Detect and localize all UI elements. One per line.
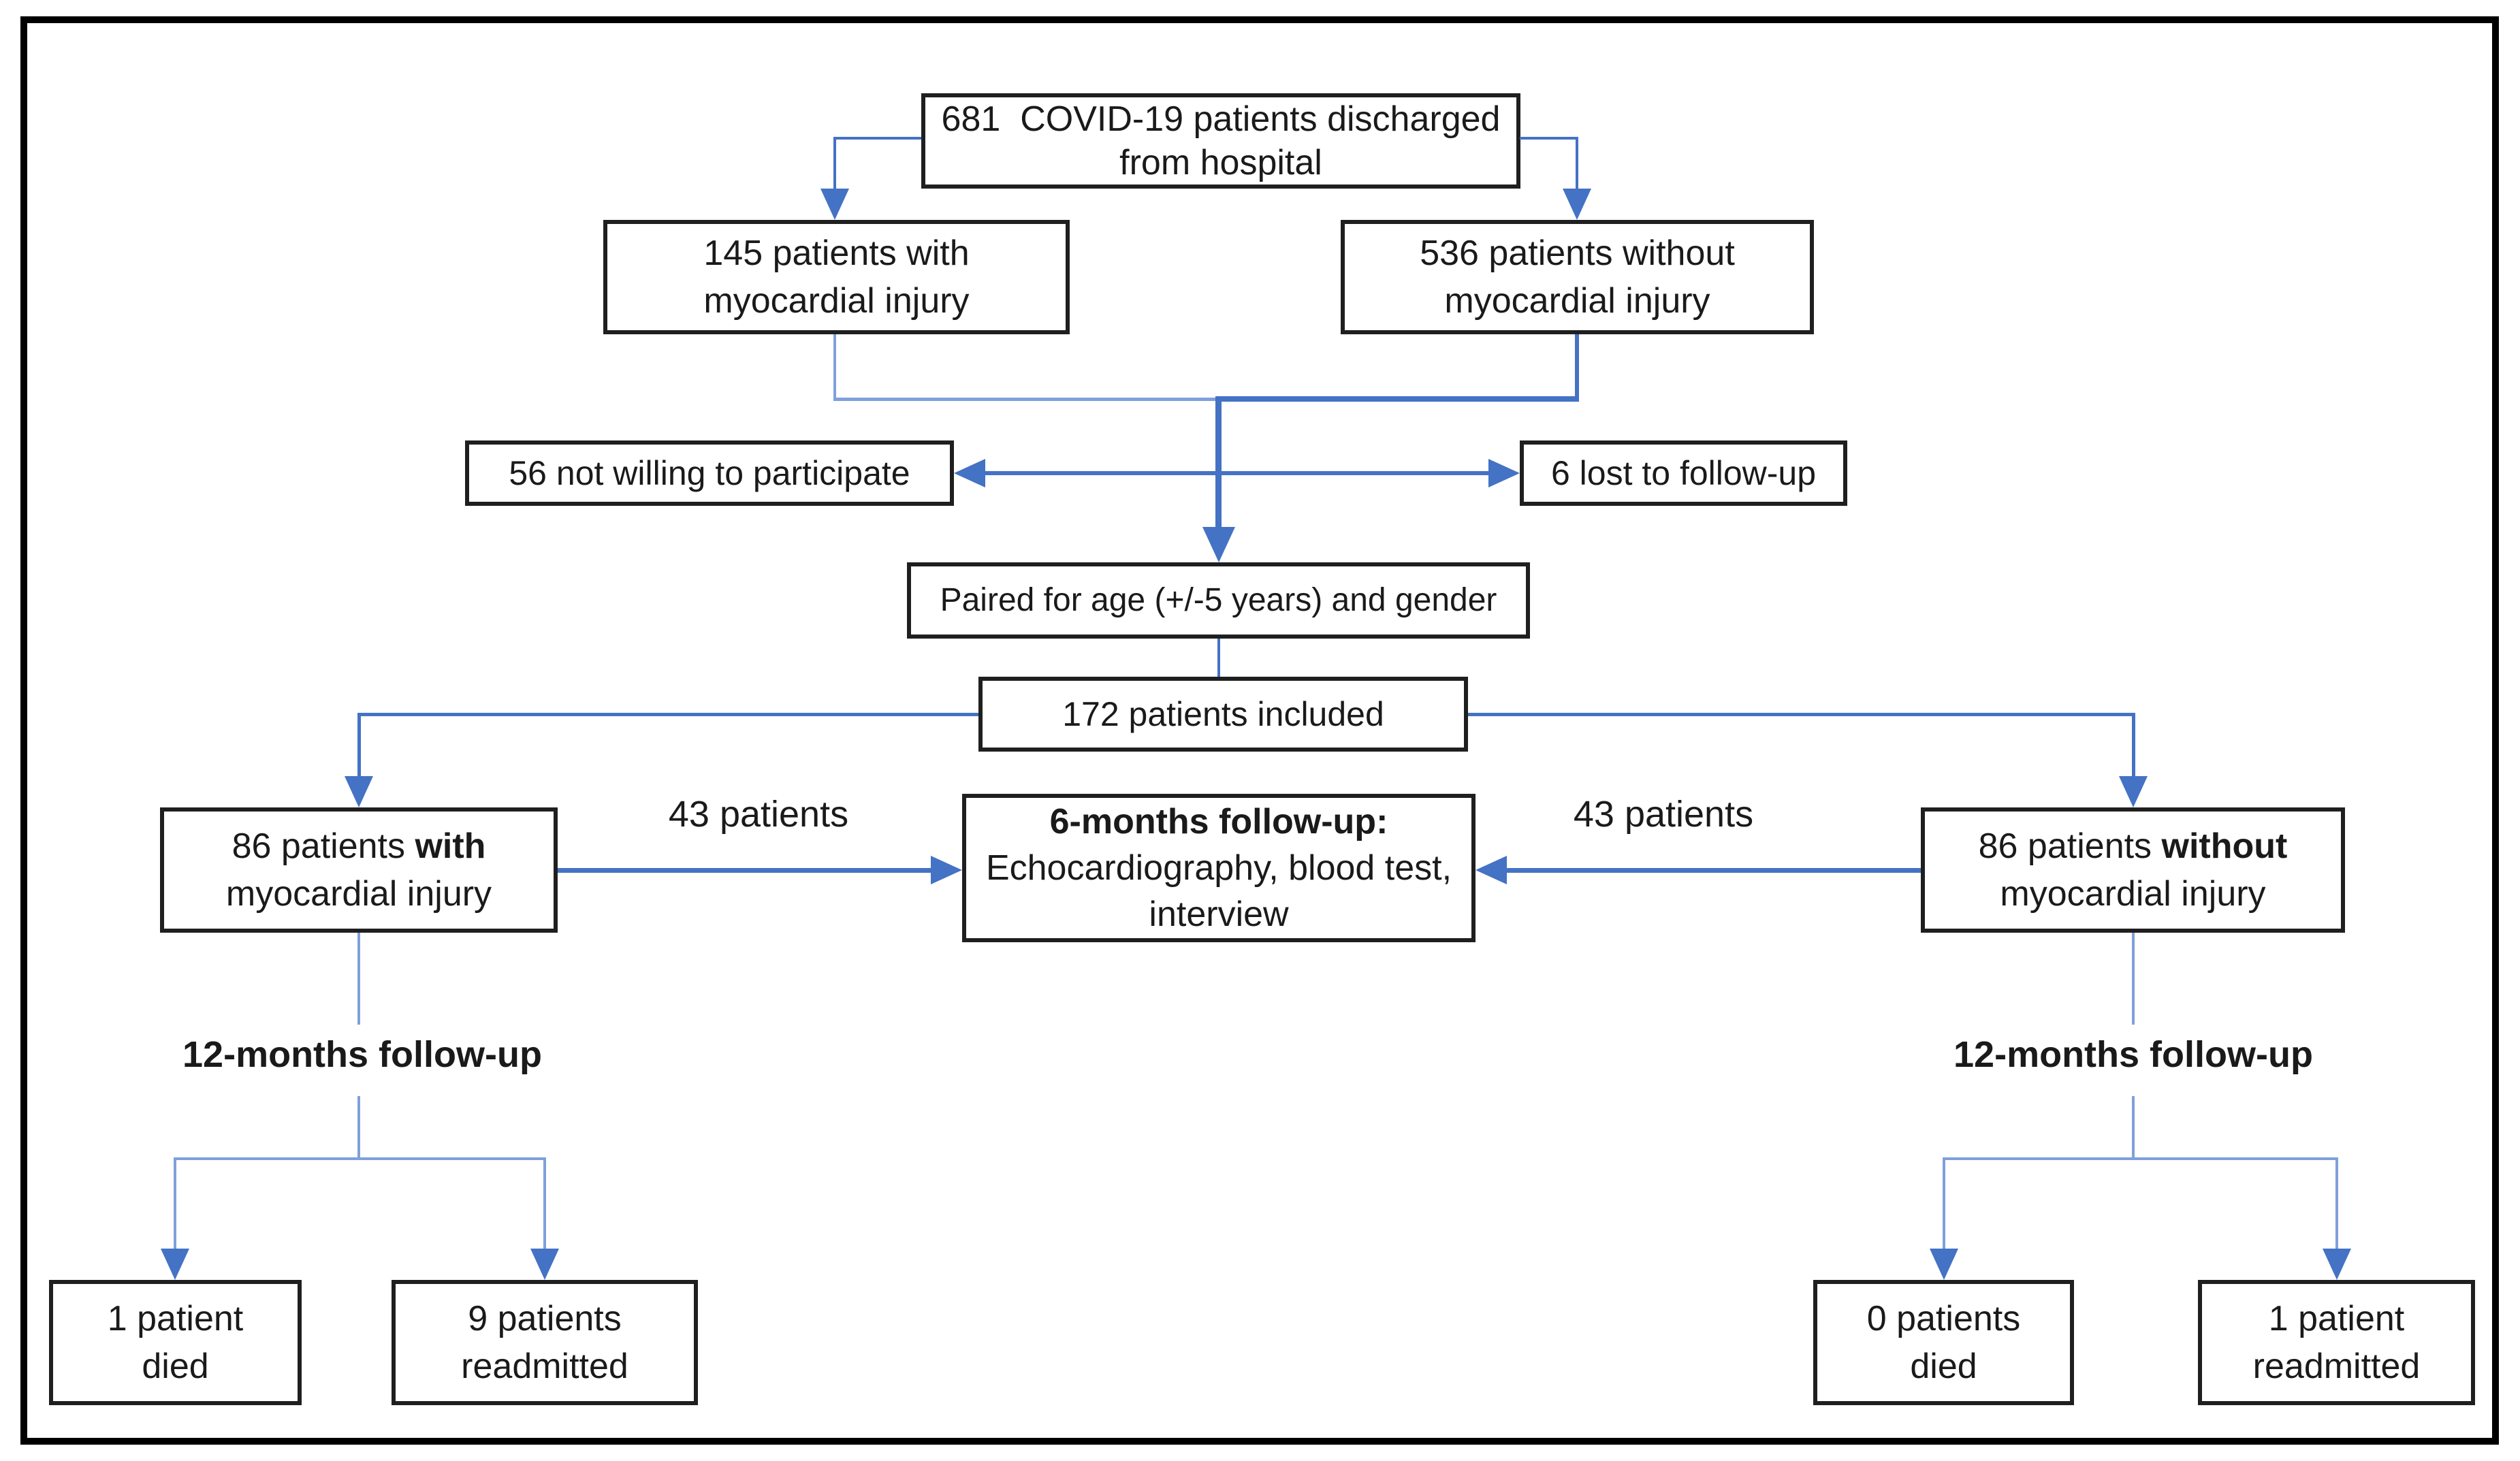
connector-line [835, 137, 921, 140]
arrow-down-icon [1563, 189, 1591, 220]
arrow-down-icon [161, 1249, 189, 1280]
connector-line [1507, 868, 1921, 873]
box-not-willing: 56 not willing to participate [465, 440, 954, 506]
box-without-injury-536-line2: myocardial injury [1444, 281, 1710, 321]
box-readmitted-right-line1: 1 patient [2268, 1299, 2405, 1338]
box-died-left-line2: died [142, 1347, 209, 1386]
box-paired: Paired for age (+/-5 years) and gender [907, 562, 1530, 639]
box-six-month-followup-line3: interview [1149, 895, 1289, 934]
box-without-injury-86-line1: 86 patients without [1979, 822, 2288, 870]
connector-line [543, 1157, 546, 1250]
connector-line [1217, 639, 1220, 677]
box-six-month-followup-line2: Echocardiography, blood test, [985, 848, 1452, 888]
box-died-left: 1 patient died [49, 1280, 302, 1405]
connector-line [357, 1096, 360, 1159]
box-without-injury-86-line2: myocardial injury [2000, 874, 2266, 914]
connector-line [2335, 1157, 2338, 1250]
connector-line [359, 713, 978, 716]
box-with-injury-145-line1: 145 patients with [703, 234, 970, 273]
connector-line [357, 713, 361, 777]
arrow-down-icon [345, 776, 373, 807]
box-without-injury-536-line1: 536 patients without [1420, 234, 1735, 273]
connector-line [833, 334, 836, 400]
box-readmitted-left-line2: readmitted [461, 1347, 628, 1386]
box-without-injury-86-prefix: 86 patients [1978, 826, 2162, 866]
box-readmitted-left-line1: 9 patients [468, 1299, 622, 1338]
arrow-right-icon [931, 856, 962, 884]
box-not-willing-line1: 56 not willing to participate [509, 454, 910, 492]
connector-line [1520, 137, 1577, 140]
arrow-down-icon [2323, 1249, 2351, 1280]
box-with-injury-86-prefix: 86 patients [232, 826, 415, 866]
box-included-line1: 172 patients included [1062, 695, 1384, 733]
box-with-injury-86: 86 patients with myocardial injury [160, 807, 558, 933]
arrow-right-icon [1488, 459, 1520, 487]
box-discharged-line2: from hospital [1119, 143, 1322, 182]
box-without-injury-86-bold: without [2161, 826, 2288, 866]
box-lost-followup-line1: 6 lost to follow-up [1550, 454, 1817, 492]
box-readmitted-right-line2: readmitted [2252, 1347, 2421, 1386]
box-died-right-line2: died [1910, 1347, 1977, 1386]
connector-line [833, 398, 1219, 401]
box-died-left-line1: 1 patient [107, 1299, 244, 1338]
box-discharged-line1: 681 COVID-19 patients discharged [941, 99, 1501, 139]
arrow-down-icon [820, 189, 849, 220]
box-readmitted-left: 9 patients readmitted [392, 1280, 698, 1405]
connector-line [1216, 396, 1579, 402]
box-included: 172 patients included [978, 677, 1468, 752]
box-with-injury-145-line2: myocardial injury [703, 281, 970, 321]
label-43-patients-right: 43 patients [1573, 794, 1754, 835]
connector-line [2132, 1096, 2135, 1159]
label-12-months-right: 12-months follow-up [1953, 1034, 2313, 1075]
arrow-left-icon [954, 459, 985, 487]
box-with-injury-86-line1: 86 patients with [232, 822, 486, 870]
box-six-month-followup: 6-months follow-up: Echocardiography, bl… [962, 794, 1476, 942]
box-with-injury-86-line2: myocardial injury [225, 874, 492, 914]
connector-line [2132, 933, 2135, 1025]
connector-line [984, 471, 1490, 475]
arrow-down-icon [1930, 1249, 1958, 1280]
label-12-months-left: 12-months follow-up [182, 1034, 542, 1075]
box-died-right-line1: 0 patients [1866, 1299, 2021, 1338]
arrow-left-icon [1476, 856, 1507, 884]
box-six-month-followup-title: 6-months follow-up: [1049, 802, 1388, 841]
box-without-injury-86: 86 patients without myocardial injury [1921, 807, 2345, 933]
box-discharged: 681 COVID-19 patients discharged from ho… [921, 93, 1520, 189]
connector-line [558, 868, 932, 873]
arrow-down-icon [1202, 527, 1235, 562]
arrow-down-icon [530, 1249, 559, 1280]
connector-line [1943, 1157, 2338, 1160]
box-without-injury-536: 536 patients without myocardial injury [1341, 220, 1814, 334]
connector-line [2132, 713, 2135, 777]
connector-line [174, 1157, 546, 1160]
connector-line [1943, 1157, 1945, 1250]
connector-line [833, 137, 836, 191]
arrow-down-icon [2119, 776, 2148, 807]
box-lost-followup: 6 lost to follow-up [1520, 440, 1847, 506]
box-paired-line1: Paired for age (+/-5 years) and gender [940, 582, 1497, 618]
connector-line [174, 1157, 176, 1250]
connector-line [357, 933, 360, 1025]
connector-line [1468, 713, 2133, 716]
label-43-patients-left: 43 patients [668, 794, 849, 835]
connector-line [1215, 396, 1222, 528]
box-died-right: 0 patients died [1813, 1280, 2074, 1405]
box-with-injury-86-bold: with [415, 826, 486, 866]
box-with-injury-145: 145 patients with myocardial injury [603, 220, 1070, 334]
box-readmitted-right: 1 patient readmitted [2198, 1280, 2475, 1405]
connector-line [1575, 334, 1579, 400]
connector-line [1576, 137, 1578, 191]
